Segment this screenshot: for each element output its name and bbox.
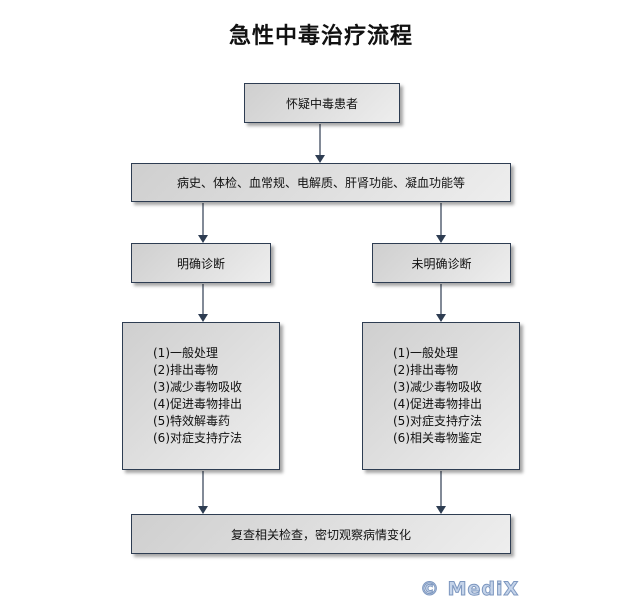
node-label: 病史、体检、血常规、电解质、肝肾功能、凝血功能等 <box>176 176 465 190</box>
node-clear-treatment-list: (1)一般处理 (2)排出毒物 (3)减少毒物吸收 (4)促进毒物排出 (5)特… <box>122 322 280 470</box>
node-label: 复查相关检查，密切观察病情变化 <box>230 527 411 542</box>
list-item: (4)促进毒物排出 <box>393 397 482 411</box>
page-title: 急性中毒治疗流程 <box>228 23 413 49</box>
node-unclear-treatment-list: (1)一般处理 (2)排出毒物 (3)减少毒物吸收 (4)促进毒物排出 (5)对… <box>362 322 520 470</box>
node-label: 怀疑中毒患者 <box>285 96 358 111</box>
node-examinations: 病史、体检、血常规、电解质、肝肾功能、凝血功能等 <box>131 163 511 202</box>
list-item: (4)促进毒物排出 <box>153 397 242 411</box>
list-item: (1)一般处理 <box>393 346 458 360</box>
list-item: (3)减少毒物吸收 <box>393 380 482 394</box>
list-item: (6)相关毒物鉴定 <box>393 431 482 445</box>
node-label: 未明确诊断 <box>411 256 472 271</box>
node-followup: 复查相关检查，密切观察病情变化 <box>131 514 511 554</box>
list-item: (3)减少毒物吸收 <box>153 380 242 394</box>
node-clear-diagnosis: 明确诊断 <box>131 243 271 283</box>
list-item: (1)一般处理 <box>153 346 218 360</box>
list-item: (5)对症支持疗法 <box>393 414 482 428</box>
list-item: (2)排出毒物 <box>153 363 218 377</box>
list-item: (5)特效解毒药 <box>153 414 230 428</box>
node-unclear-diagnosis: 未明确诊断 <box>372 243 511 283</box>
list-item: (6)对症支持疗法 <box>153 431 242 445</box>
list-item: (2)排出毒物 <box>393 363 458 377</box>
node-label: 明确诊断 <box>176 256 225 271</box>
node-suspected-poisoning: 怀疑中毒患者 <box>244 83 400 123</box>
watermark: © MediX <box>419 578 520 600</box>
